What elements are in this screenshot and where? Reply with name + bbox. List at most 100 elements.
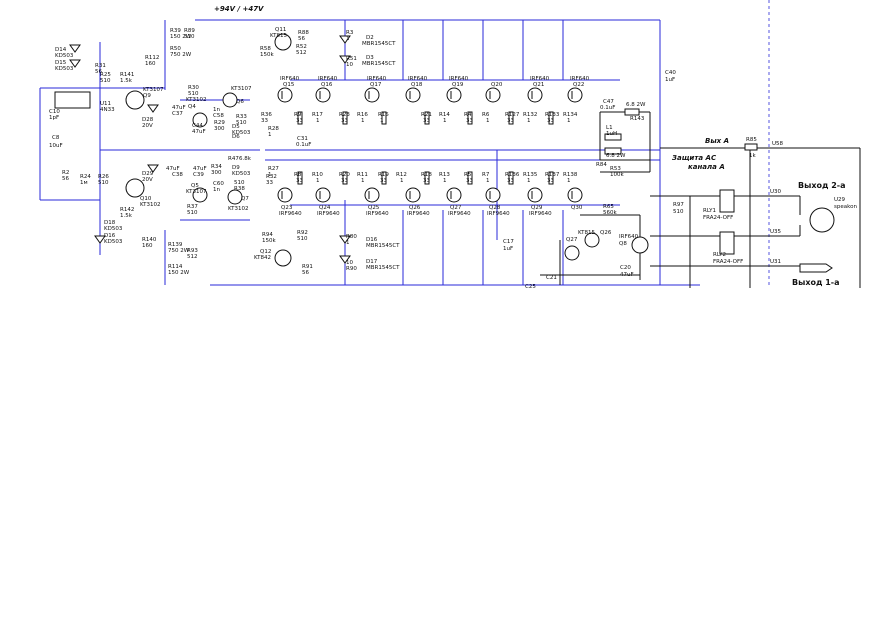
output-plug-u31 [799,263,833,273]
r80-value: 1 [346,240,350,246]
relay-rly1 [719,189,735,213]
transistor-q4 [192,112,208,128]
transistor-q12 [274,249,292,267]
top-resistor-ref-a: R9 [294,112,302,118]
bottom-resistor-val-a: 33 [341,178,348,184]
resistor-value: 1 [268,132,272,138]
bottom-resistor-val-b: 1 [486,178,490,184]
transistor-q7 [227,189,243,205]
d18-label: D18 [104,220,116,226]
l1-label: L1 [606,125,613,131]
bottom-resistor-val-a: 33 [547,178,554,184]
transistor-q27 [564,245,580,261]
resistor-ref: R30 [188,85,199,91]
r93-value: 512 [187,254,198,260]
r26-value: 510 [98,180,109,186]
r2-value: 56 [62,176,69,182]
q12-label: Q12 [260,249,271,255]
r142-label: R142 [120,207,134,213]
resistor-ref: R33 [236,114,247,120]
r38-value: 510 [234,180,245,186]
u58-label: U58 [772,141,784,147]
top-mosfet-ref: Q19 [452,82,464,88]
r143-value: 6.8 2W [626,102,646,108]
resistor-value: 1.5k [120,78,133,84]
rly2-label: RLY2 [713,252,726,258]
diode-d2 [339,35,351,44]
r92-value: 510 [297,236,308,242]
d6-label: D6 [232,134,240,140]
r91-label: R91 [302,264,313,270]
resistor-value: 512 [296,50,307,56]
bottom-mosfet-ref: Q25 [368,205,380,211]
r139-value: 750 2W [168,248,190,254]
resistor-ref: R3 [346,30,354,36]
q5-label: Q5 [191,183,199,189]
c37-label: C37 [172,111,183,117]
q11-label: Q11 [275,27,286,33]
c60-value: 1n [213,187,220,193]
r90-value: 10 [346,260,353,266]
resistor-value: 10 [346,62,353,68]
c17-value: 1uF [503,246,513,252]
r34-value: 300 [211,170,222,176]
resistor-r84 [604,147,622,155]
bottom-resistor-row: R833R101R2033R111R1933R121R1833R131R533R… [294,171,578,185]
top-resistor-ref-b: R134 [563,112,578,118]
c58-label: C58 [213,113,224,119]
top-resistor-ref-a: R21 [421,112,432,118]
r85-value: 1k [749,153,756,159]
top-resistor-ref-a: R4 [464,112,472,118]
bottom-resistor-ref-b: R7 [482,172,490,178]
top-resistor-ref-b: R17 [312,112,323,118]
resistor-value: 1 [346,36,350,42]
input-stage [54,33,835,273]
resistor-ref: R112 [145,55,159,61]
u29-sub: speakon [834,204,857,210]
transistor-q26 [584,232,600,248]
bottom-resistor-ref-a: R18 [421,172,432,178]
q26-label: Q26 [600,230,612,236]
top-resistor-val-a: 33 [466,118,473,124]
bottom-mosfet-type: IRF9640 [487,211,510,217]
top-mosfet [567,87,583,103]
q7-value: KT3102 [228,206,249,212]
r53-value: 100k [610,172,624,178]
bottom-mosfet-type: IRF9640 [279,211,302,217]
c39-value: 47uF [193,166,207,172]
bottom-resistor-ref-a: R5 [464,172,472,178]
bottom-mosfet [567,187,583,203]
top-mosfet-type: IRF640 [408,76,428,82]
r92-label: R92 [297,230,308,236]
resistor-value: 56 [298,36,305,42]
top-resistor-val-a: 33 [341,118,348,124]
rly2-value: FRA24-OFF [713,259,743,265]
bottom-resistor-ref-a: R8 [294,172,302,178]
diode-d16 [94,235,106,244]
bottom-resistor-ref-b: R135 [523,172,538,178]
d2-label: D2 [366,35,374,41]
rly1-value: FRA24-OFF [703,215,733,221]
top-resistor-ref-a: R15 [378,112,389,118]
r47-label: R47 [228,156,239,162]
c44-value: 47uF [192,129,206,135]
bottom-resistor-ref-b: R11 [357,172,368,178]
labels: +94V / +47V Защита АС канала А Вых А Вых… [49,5,857,290]
resistor-value: 150k [260,52,274,58]
c37-value: 47uF [172,105,186,111]
r27-value: 1 [268,172,272,178]
output-wiring [540,111,861,288]
top-resistor [467,111,473,125]
top-mosfet-ref: Q18 [411,82,423,88]
resistor-value: 510 [188,91,199,97]
top-mosfet-ref: Q22 [573,82,584,88]
d15-label: D15 [55,60,67,66]
resistor-ref: R39 [170,28,181,34]
r53-label: R53 [610,166,621,172]
bottom-resistor [548,171,554,185]
diode-d14 [69,44,81,53]
bottom-mosfet-type: IRF9640 [448,211,471,217]
c20-label: C20 [620,265,631,271]
r94-value: 150k [262,238,276,244]
